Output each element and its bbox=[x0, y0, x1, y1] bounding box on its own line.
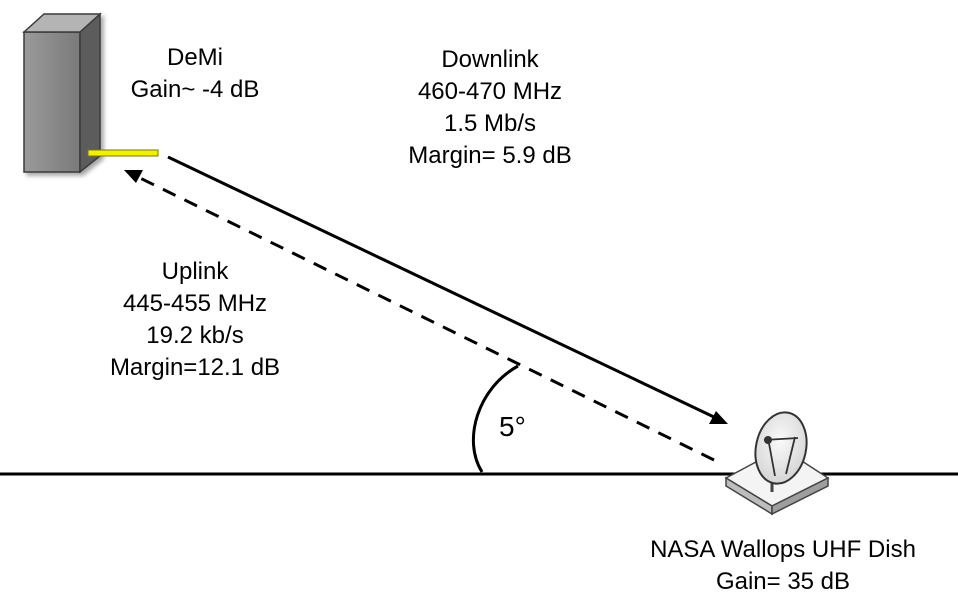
demi-antenna bbox=[87, 149, 159, 157]
uplink-rate: 19.2 kb/s bbox=[146, 322, 244, 349]
ground-dish-icon bbox=[724, 411, 830, 516]
uplink-arrow bbox=[124, 170, 715, 462]
uplink-title: Uplink bbox=[161, 258, 229, 285]
uplink-margin: Margin=12.1 dB bbox=[109, 354, 281, 381]
downlink-margin: Margin= 5.9 dB bbox=[408, 142, 572, 169]
demi-label: DeMi Gain~ -4 dB bbox=[110, 42, 280, 106]
elevation-angle-label: 5° bbox=[499, 411, 526, 442]
dish-base-right bbox=[771, 476, 829, 516]
elevation-angle-arc bbox=[472, 364, 519, 473]
dish-label: NASA Wallops UHF Dish Gain= 35 dB bbox=[612, 534, 954, 598]
dish-reflector bbox=[754, 411, 808, 485]
demi-gain: Gain~ -4 dB bbox=[130, 76, 260, 103]
downlink-label: Downlink 460-470 MHz 1.5 Mb/s Margin= 5.… bbox=[380, 44, 600, 172]
dish-name: NASA Wallops UHF Dish bbox=[650, 536, 916, 563]
satellite-side-face bbox=[79, 12, 101, 174]
demi-name: DeMi bbox=[166, 44, 223, 71]
satellite-top-face bbox=[22, 13, 102, 33]
satellite-front-face bbox=[23, 31, 81, 173]
demi-satellite-icon bbox=[22, 12, 102, 174]
uplink-frequency: 445-455 MHz bbox=[122, 290, 268, 317]
downlink-arrow bbox=[167, 155, 728, 424]
downlink-title: Downlink bbox=[441, 46, 539, 73]
downlink-frequency: 460-470 MHz bbox=[417, 78, 563, 105]
dish-gain: Gain= 35 dB bbox=[715, 568, 851, 595]
dish-feed bbox=[764, 436, 772, 444]
downlink-rate: 1.5 Mb/s bbox=[443, 110, 537, 137]
uplink-label: Uplink 445-455 MHz 19.2 kb/s Margin=12.1… bbox=[85, 256, 305, 384]
